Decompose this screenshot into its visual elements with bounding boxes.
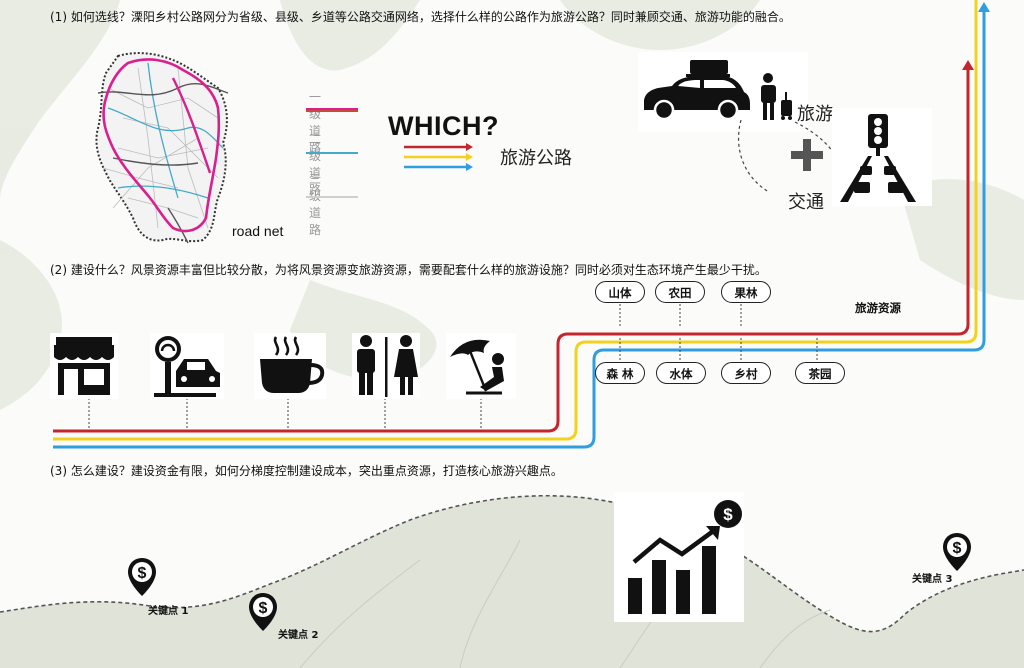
plus-icon <box>791 139 823 171</box>
resource-tag-forest: 森 林 <box>595 362 645 384</box>
location-pin-icon: $ <box>943 533 971 571</box>
keypoint-1: 关键点 1 <box>148 606 189 617</box>
legend-line-level-1 <box>306 110 358 112</box>
fusion-dashes <box>737 120 840 193</box>
resource-tag-tea-garden: 茶园 <box>795 362 845 384</box>
shop-icon <box>54 337 114 395</box>
location-pin-icon: $ <box>249 593 277 631</box>
svg-text:$: $ <box>138 565 147 582</box>
facility-beach <box>446 333 516 399</box>
car-luggage-icon <box>644 60 750 120</box>
legend-level-3: 三级道路 <box>309 172 322 237</box>
parking-icon <box>154 336 220 397</box>
restroom-icon <box>357 335 418 397</box>
question-2: (2) 建设什么？风景资源丰富但比较分散，为将风景资源变旅游资源，需要配套什么样… <box>50 263 767 277</box>
legend-line-level-2 <box>306 152 358 154</box>
location-pin-icon: $ <box>128 558 156 596</box>
legend-line-magenta <box>306 108 358 110</box>
fusion-traffic: 交通 <box>788 192 824 213</box>
cafe-icon <box>260 336 325 393</box>
which-title: WHICH? <box>388 111 499 141</box>
keypoint-3: 关键点 3 <box>912 574 953 585</box>
fusion-tourism: 旅游 <box>797 104 833 125</box>
resources-title: 旅游资源 <box>855 301 901 315</box>
resource-tag-orchard: 果林 <box>721 281 771 303</box>
traveler-icon <box>761 73 792 120</box>
facility-parking <box>150 333 224 399</box>
tourism-road-label: 旅游公路 <box>500 148 572 169</box>
traffic-light-road-icon <box>840 114 916 202</box>
legend-line-level-3 <box>306 196 358 198</box>
question-3: (3) 怎么建设？建设资金有限，如何分梯度控制建设成本，突出重点资源，打造核心旅… <box>50 464 563 478</box>
resource-tag-water: 水体 <box>656 362 706 384</box>
keypoint-2: 关键点 2 <box>278 630 319 641</box>
road-net-label: road net <box>232 223 284 239</box>
svg-text:$: $ <box>723 505 733 524</box>
svg-text:$: $ <box>953 540 962 557</box>
facility-shop <box>50 333 118 399</box>
beach-icon <box>450 339 504 395</box>
which-arrows <box>404 143 473 171</box>
resource-tag-mountain: 山体 <box>595 281 645 303</box>
svg-text:$: $ <box>259 600 268 617</box>
facility-cafe <box>254 333 326 399</box>
resource-tag-farmland: 农田 <box>655 281 705 303</box>
road-net-map <box>95 52 229 244</box>
facility-restroom <box>352 333 420 399</box>
question-1: (1) 如何选线？溧阳乡村公路网分为省级、县级、乡道等公路交通网络，选择什么样的… <box>50 10 791 24</box>
cost-growth-icon: $ <box>628 500 742 614</box>
resource-tag-village: 乡村 <box>721 362 771 384</box>
